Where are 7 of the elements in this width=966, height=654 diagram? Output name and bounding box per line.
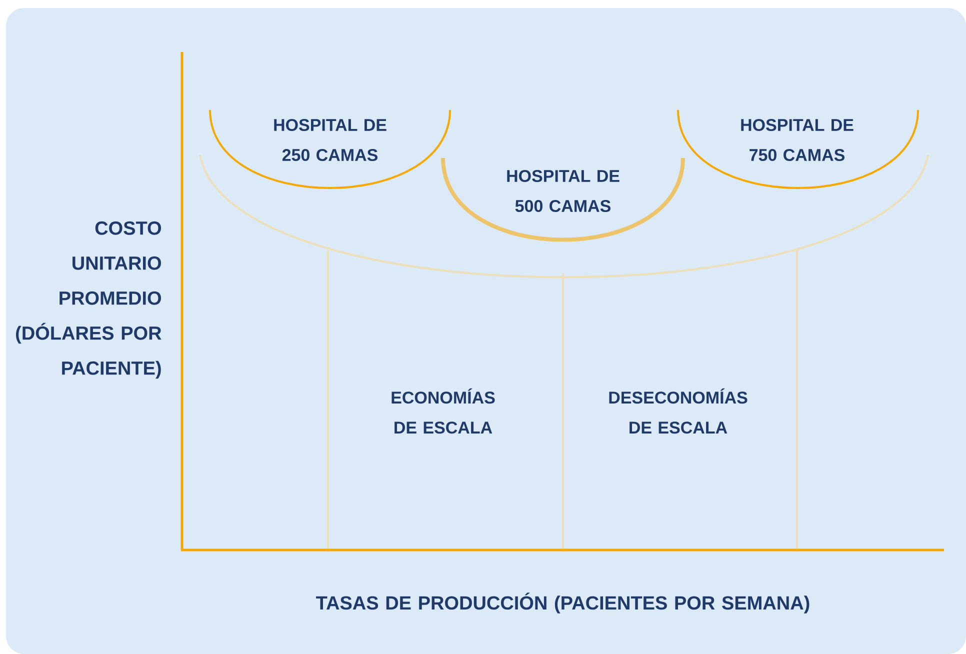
curve-label: HOSPITAL DE 250 CAMAS: [274, 118, 386, 162]
region-label: ECONOMÍAS DE ESCALA: [392, 388, 495, 434]
axis-label: TASAS DE PRODUCCIÓN (PACIENTES POR SEMANA): [316, 592, 810, 614]
region-label: DESECONOMÍAS DE ESCALA: [609, 388, 748, 434]
curve-label: HOSPITAL DE 500 CAMAS: [507, 170, 620, 212]
axis-label: COSTO UNITARIO PROMEDIO (DÓLARES POR PACIENTE): [16, 221, 162, 379]
curve-label: HOSPITAL DE 750 CAMAS: [741, 118, 854, 162]
